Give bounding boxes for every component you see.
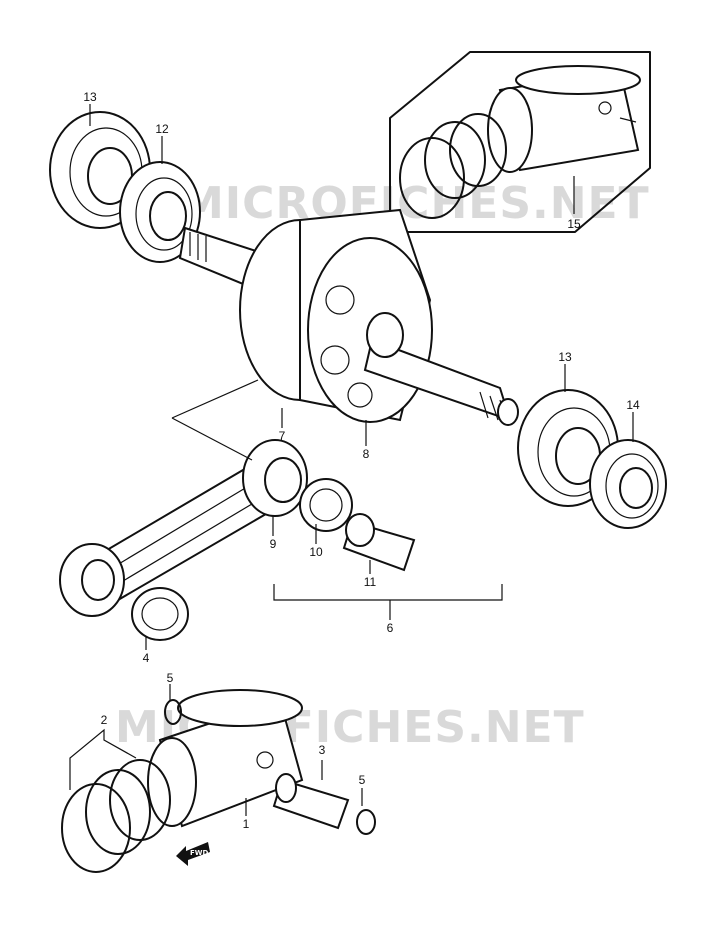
label-part-3: 3 [319, 743, 326, 757]
part-labels: 13 12 15 13 14 7 8 9 10 11 6 4 5 2 3 5 1 [83, 90, 640, 831]
crank-pin [342, 513, 416, 572]
piston-kit-inset [389, 51, 651, 233]
label-part-5-left: 5 [167, 671, 174, 685]
leader-lines [69, 104, 634, 816]
label-part-2: 2 [101, 713, 108, 727]
label-part-7: 7 [279, 429, 286, 443]
label-part-9: 9 [270, 537, 277, 551]
label-part-12: 12 [155, 122, 169, 136]
label-part-13-right: 13 [558, 350, 572, 364]
oil-seal-right [589, 439, 667, 529]
oil-seal-top-left [119, 161, 201, 263]
crankshaft [178, 208, 519, 426]
label-part-11: 11 [364, 575, 377, 589]
forward-arrow-icon: FWD [176, 842, 210, 866]
label-part-4: 4 [143, 651, 150, 665]
label-part-13-top: 13 [83, 90, 97, 104]
label-part-8: 8 [363, 447, 370, 461]
needle-bearing-big-end [299, 478, 353, 532]
watermark-top: MICROFICHES.NET [180, 178, 650, 229]
connecting-rod [59, 439, 308, 617]
label-part-5-right: 5 [359, 773, 366, 787]
needle-bearing-small-end [131, 587, 189, 641]
fwd-label: FWD [190, 849, 209, 857]
label-part-1: 1 [243, 817, 250, 831]
label-part-15: 15 [567, 217, 581, 231]
label-part-10: 10 [309, 545, 323, 559]
piston-group-lower [61, 689, 376, 873]
label-part-14: 14 [626, 398, 640, 412]
label-part-6: 6 [387, 621, 394, 635]
